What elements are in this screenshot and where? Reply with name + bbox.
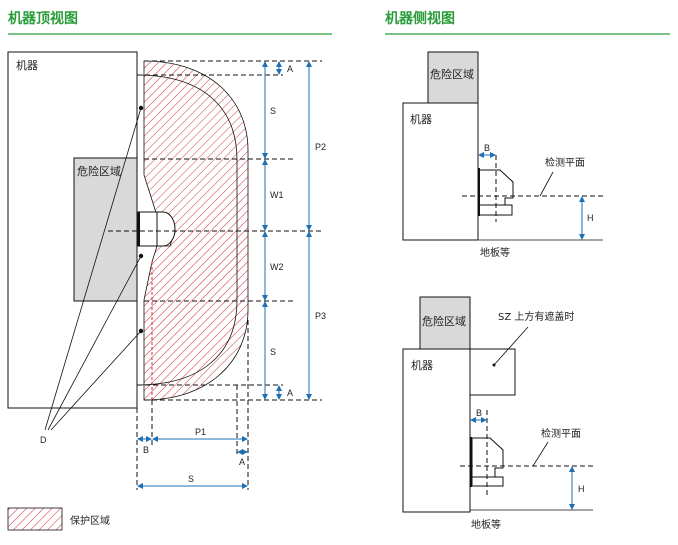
plane-pointer xyxy=(532,441,549,467)
dim-w2: W2 xyxy=(270,262,284,272)
machine-box xyxy=(402,348,471,513)
reference-lines xyxy=(108,60,322,490)
dim-a-horizontal: A xyxy=(239,457,245,467)
machine-box xyxy=(402,102,479,241)
dim-b: B xyxy=(476,408,482,418)
detection-boundary xyxy=(136,74,238,386)
top-view-title: 机器顶视图 xyxy=(8,10,78,27)
dim-b: B xyxy=(143,445,149,455)
d-pointer-lines xyxy=(44,105,144,431)
machine-label: 机器 xyxy=(16,58,38,72)
cover-label: SZ 上方有遮盖时 xyxy=(498,310,574,323)
dim-p3: P3 xyxy=(315,311,326,321)
d-label: D xyxy=(40,435,47,445)
legend-label: 保护区域 xyxy=(70,514,110,527)
side-view-top: 机器侧视图 危险区域 机器 B 检测平面 H 地板等 xyxy=(385,10,670,259)
side-view-title: 机器侧视图 xyxy=(385,10,455,27)
legend-swatch xyxy=(7,507,63,531)
machine-label: 机器 xyxy=(410,112,432,126)
machine-label: 机器 xyxy=(411,358,433,372)
plane-pointer xyxy=(539,171,554,197)
dim-w1: W1 xyxy=(270,190,284,200)
sensor xyxy=(136,211,176,247)
dim-p2: P2 xyxy=(315,142,326,152)
dim-p1: P1 xyxy=(195,427,206,437)
danger-zone-label: 危险区域 xyxy=(77,164,121,178)
top-view: 机器顶视图 机器 危险区域 xyxy=(7,10,332,490)
detection-plane-label: 检测平面 xyxy=(545,156,585,169)
dim-s-horizontal: S xyxy=(188,474,194,484)
floor-label: 地板等 xyxy=(480,246,510,259)
dim-a-bottom: A xyxy=(287,388,293,398)
danger-zone-label: 危险区域 xyxy=(430,67,474,81)
cover-box xyxy=(469,348,516,396)
danger-zone xyxy=(73,157,138,302)
dim-s-top: S xyxy=(270,106,276,116)
dim-a-top: A xyxy=(287,64,293,74)
side-view-bottom: 危险区域 机器 SZ 上方有遮盖时 B 检测平面 H 地板等 xyxy=(402,296,595,531)
floor-label: 地板等 xyxy=(471,518,501,531)
legend: 保护区域 xyxy=(7,507,110,531)
dim-s-bottom: S xyxy=(270,347,276,357)
detection-plane-label: 检测平面 xyxy=(541,427,581,440)
dim-h: H xyxy=(587,213,594,223)
danger-zone-label: 危险区域 xyxy=(422,314,466,328)
dim-h: H xyxy=(578,484,585,494)
danger-zone xyxy=(419,296,471,350)
cover-pointer xyxy=(493,326,529,366)
sensor xyxy=(470,437,504,487)
dim-b: B xyxy=(484,143,490,153)
dimension-arrows xyxy=(137,61,312,489)
